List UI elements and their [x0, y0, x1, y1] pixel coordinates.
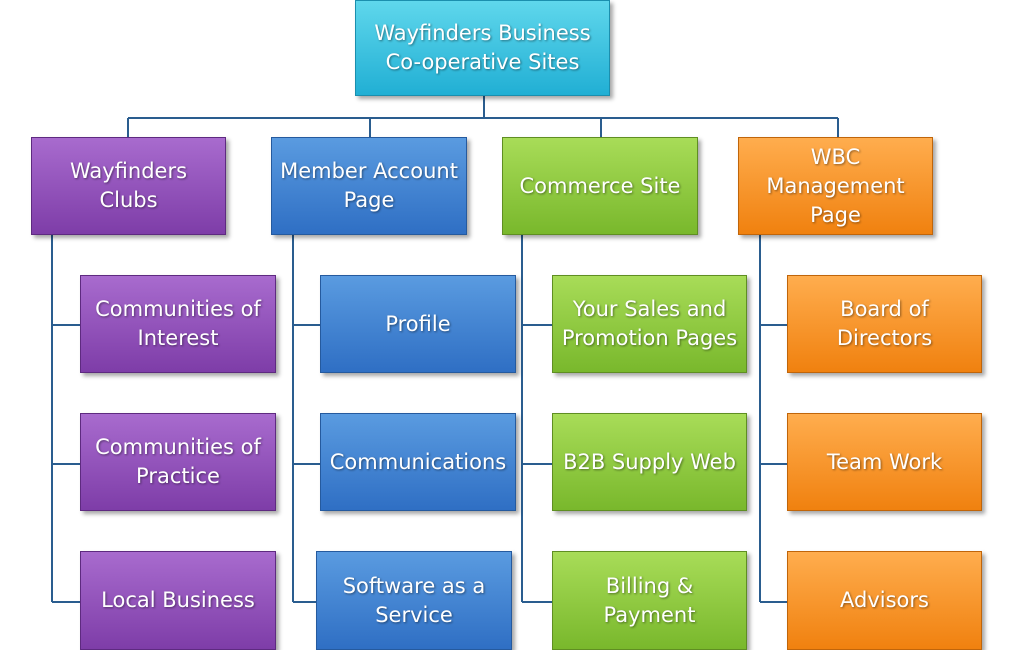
child-b2b-supply-web: B2B Supply Web: [552, 413, 747, 511]
child-connectors-member: [292, 235, 320, 603]
branch-label: Member Account Page: [280, 159, 458, 212]
branch-label: WBC Management Page: [766, 144, 905, 227]
child-label: Team Work: [826, 449, 943, 474]
root-label: Wayfinders Business Co-operative Sites: [374, 21, 591, 74]
child-label: Advisors: [840, 588, 929, 612]
branch-label: Wayfinders Clubs: [69, 159, 188, 212]
branch-wayfinders-clubs: Wayfinders Clubs: [31, 137, 226, 235]
child-communications: Communications: [320, 413, 516, 511]
child-board-of-directors: Board of Directors: [787, 275, 982, 373]
child-label: Local Business: [101, 588, 255, 612]
child-label: Your Sales and Promotion Pages: [561, 297, 738, 350]
child-advisors: Advisors: [787, 551, 982, 650]
branch-label: Commerce Site: [519, 173, 681, 198]
child-label: Software as a Service: [342, 573, 486, 627]
child-local-business: Local Business: [80, 551, 276, 650]
child-label: Communities of Interest: [95, 297, 261, 350]
child-communities-of-interest: Communities of Interest: [80, 275, 276, 373]
branch-commerce-site: Commerce Site: [502, 137, 698, 235]
branch-wbc-management-page: WBC Management Page: [738, 137, 933, 235]
child-profile: Profile: [320, 275, 516, 373]
child-connectors-clubs: [51, 235, 80, 603]
child-label: Billing & Payment: [603, 573, 696, 627]
child-connectors-wbc: [759, 235, 787, 603]
root-connectors: [127, 96, 839, 137]
child-label: B2B Supply Web: [563, 449, 736, 474]
child-label: Communications: [329, 449, 507, 474]
child-connectors-commerce: [521, 235, 552, 603]
child-label: Profile: [385, 311, 451, 336]
child-your-sales-and-promotion-pages: Your Sales and Promotion Pages: [552, 275, 747, 373]
child-billing-and-payment: Billing & Payment: [552, 551, 747, 650]
child-label: Board of Directors: [836, 297, 933, 350]
child-team-work: Team Work: [787, 413, 982, 511]
child-label: Communities of Practice: [95, 435, 261, 488]
child-communities-of-practice: Communities of Practice: [80, 413, 276, 511]
child-software-as-a-service: Software as a Service: [316, 551, 512, 650]
root-node: Wayfinders Business Co-operative Sites: [355, 0, 610, 96]
branch-member-account-page: Member Account Page: [271, 137, 467, 235]
